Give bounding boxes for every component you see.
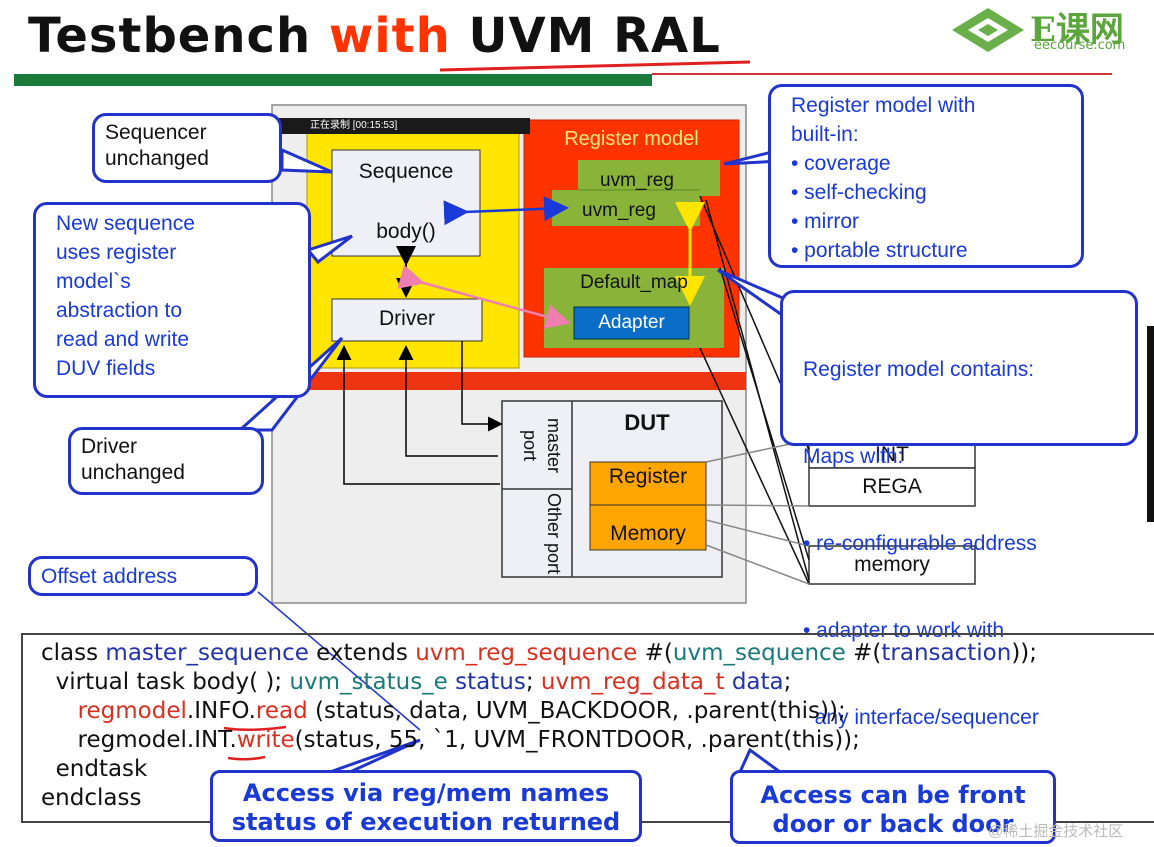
other-port-label: Other port	[544, 493, 564, 575]
callout-offset-address: Offset address	[28, 556, 258, 596]
title-underline	[439, 60, 751, 72]
code-line-1: class master_sequence extends uvm_reg_se…	[41, 640, 1038, 666]
logo-subtext: eecourse.com	[1034, 38, 1126, 53]
register-label: Register	[608, 465, 688, 488]
driver-label: Driver	[379, 307, 435, 330]
callout-access-front-back: Access can be front door or back door	[730, 770, 1056, 844]
memory-box-label: memory	[854, 553, 930, 576]
title-line	[652, 73, 1112, 75]
uvm-reg-back-label: uvm_reg	[600, 170, 674, 191]
callout-sequencer-unchanged: Sequencer unchanged	[92, 113, 282, 183]
code-line-4: regmodel.INT.write(status, 55, `1, UVM_F…	[41, 727, 860, 753]
code-line-6: endclass	[41, 785, 142, 811]
recorder-toolbar[interactable]: 正在录制 [00:15:53]	[226, 118, 530, 134]
code-line-5: endtask	[41, 756, 148, 782]
adapter-label: Adapter	[598, 312, 665, 333]
default-map-label: Default_map	[580, 272, 688, 293]
callout-register-model-builtin: Register model with built-in: • coverage…	[768, 84, 1084, 268]
code-line-2: virtual task body( ); uvm_status_e statu…	[41, 669, 792, 695]
int-box-label: INT	[875, 443, 909, 466]
callout-register-model-contains: Register model contains: Maps with: • re…	[780, 290, 1138, 729]
logo-text: E课网	[1030, 10, 1124, 50]
rega-box-label: REGA	[862, 475, 922, 498]
uvm-reg-front-label: uvm_reg	[582, 200, 656, 221]
callout-access-names: Access via reg/mem names status of execu…	[210, 770, 642, 842]
callout-new-sequence: New sequence uses register model`s abstr…	[33, 202, 311, 398]
code-line-3: regmodel.INFO.read (status, data, UVM_BA…	[77, 698, 846, 724]
memory-label: Memory	[610, 522, 686, 545]
recorder-status: 正在录制 [00:15:53]	[310, 120, 398, 131]
code-block: class master_sequence extends uvm_reg_se…	[21, 633, 1154, 823]
page-title: Testbench with UVM RAL	[28, 8, 721, 64]
title-bar	[14, 74, 652, 86]
body-label: body()	[376, 220, 436, 243]
dut-label: DUT	[624, 410, 670, 435]
watermark: @稀土掘金技术社区	[988, 823, 1124, 840]
master-port-label: master port	[520, 418, 564, 474]
sequence-label: Sequence	[358, 160, 454, 183]
logo-icon	[952, 8, 1024, 52]
register-model-label: Register model	[564, 128, 699, 150]
callout-driver-unchanged: Driver unchanged	[68, 427, 264, 495]
